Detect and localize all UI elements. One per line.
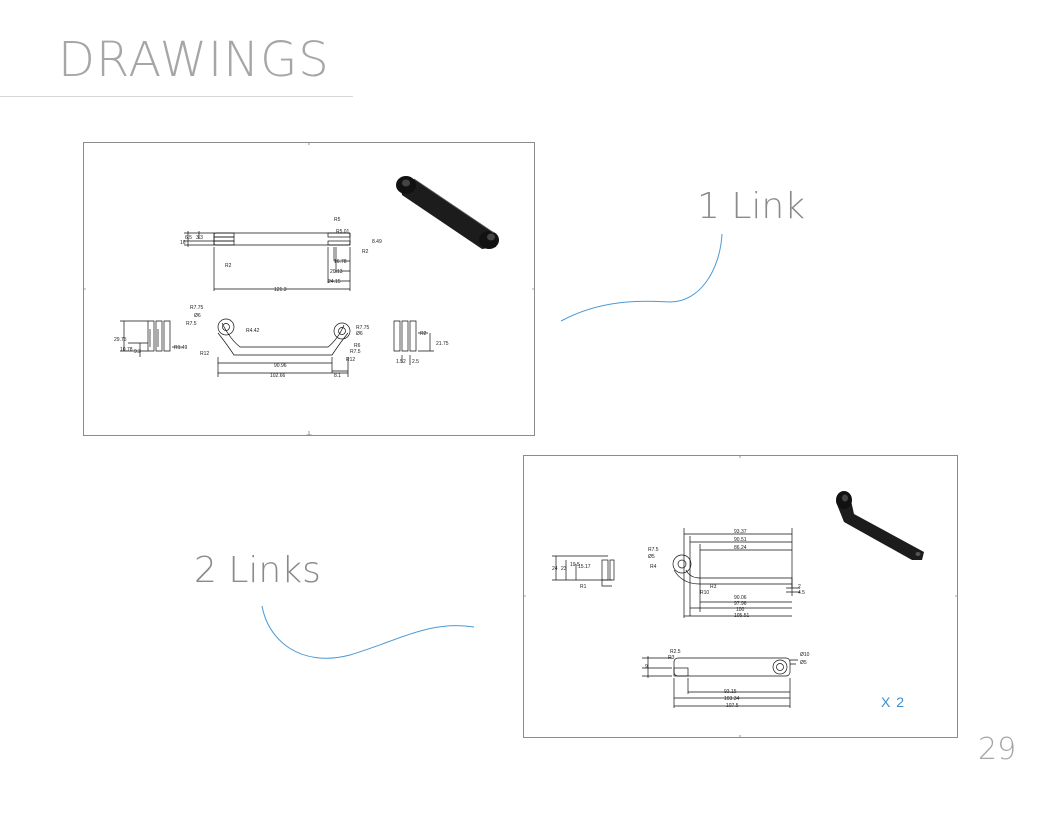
svg-text:93.37: 93.37 xyxy=(734,529,747,535)
link1-left-view xyxy=(120,320,182,357)
link1-drawing: R5 R5.01 6.5 3.3 16 R2 R2 8.49 16.78 20.… xyxy=(84,143,534,435)
svg-text:R7.5: R7.5 xyxy=(186,321,197,327)
svg-text:R7.5: R7.5 xyxy=(648,547,659,553)
svg-text:8.1: 8.1 xyxy=(334,373,341,379)
svg-text:R12: R12 xyxy=(200,351,209,357)
svg-text:R5.01: R5.01 xyxy=(336,229,350,235)
svg-text:R3: R3 xyxy=(668,655,675,661)
svg-text:90.51: 90.51 xyxy=(734,537,747,543)
svg-text:16: 16 xyxy=(180,240,186,246)
svg-text:Ø5: Ø5 xyxy=(648,554,655,560)
link1-connector-curve xyxy=(560,233,723,322)
svg-text:103.34: 103.34 xyxy=(724,696,740,702)
svg-text:R4.42: R4.42 xyxy=(246,328,260,334)
svg-text:R12: R12 xyxy=(346,357,355,363)
slide-title: DRAWINGS xyxy=(58,32,330,88)
svg-text:100: 100 xyxy=(736,607,745,613)
svg-text:Ø6: Ø6 xyxy=(194,313,201,319)
svg-text:R3: R3 xyxy=(710,584,717,590)
label-2-links: 2 Links xyxy=(194,550,321,591)
link1-dimensions: R5 R5.01 6.5 3.3 16 R2 R2 8.49 16.78 20.… xyxy=(114,217,449,379)
svg-text:2: 2 xyxy=(798,584,801,590)
svg-text:24: 24 xyxy=(552,566,558,572)
svg-text:R2: R2 xyxy=(362,249,369,255)
svg-text:102.66: 102.66 xyxy=(270,373,286,379)
svg-text:15.17: 15.17 xyxy=(578,564,591,570)
svg-text:19.5: 19.5 xyxy=(570,562,580,568)
svg-text:R2: R2 xyxy=(225,263,232,269)
svg-text:R10: R10 xyxy=(700,590,709,596)
svg-text:90.06: 90.06 xyxy=(734,595,747,601)
svg-text:Ø6: Ø6 xyxy=(356,331,363,337)
svg-text:9.3: 9.3 xyxy=(134,349,141,355)
svg-text:R5: R5 xyxy=(334,217,341,223)
title-divider xyxy=(0,96,353,97)
svg-text:R7.75: R7.75 xyxy=(356,325,370,331)
svg-text:24.15: 24.15 xyxy=(328,279,341,285)
svg-text:10.78: 10.78 xyxy=(120,347,133,353)
svg-text:4.5: 4.5 xyxy=(798,590,805,596)
link2-front-view xyxy=(672,528,800,618)
svg-text:R7.5: R7.5 xyxy=(350,349,361,355)
svg-text:90.96: 90.96 xyxy=(274,363,287,369)
svg-text:16.78: 16.78 xyxy=(334,259,347,265)
svg-text:Ø10: Ø10 xyxy=(800,652,810,658)
drawing-sheet-2-links: 93.37 90.51 86.24 R7.5 Ø5 R4 R3 R10 90.0… xyxy=(523,455,958,738)
link2-dimensions: 93.37 90.51 86.24 R7.5 Ø5 R4 R3 R10 90.0… xyxy=(552,529,810,709)
svg-text:Ø5: Ø5 xyxy=(800,660,807,666)
svg-text:2.5: 2.5 xyxy=(412,359,419,365)
svg-text:21.75: 21.75 xyxy=(436,341,449,347)
link1-top-view xyxy=(184,231,351,291)
svg-text:R2.5: R2.5 xyxy=(670,649,681,655)
svg-text:R6: R6 xyxy=(354,343,361,349)
link2-top-view xyxy=(642,656,798,708)
svg-text:R4: R4 xyxy=(650,564,657,570)
svg-text:86.24: 86.24 xyxy=(734,545,747,551)
svg-text:23: 23 xyxy=(561,566,567,572)
svg-text:9: 9 xyxy=(645,664,648,670)
svg-text:97.96: 97.96 xyxy=(734,601,747,607)
label-1-link: 1 Link xyxy=(697,186,806,227)
svg-text:1.52: 1.52 xyxy=(396,359,406,365)
svg-text:93.15: 93.15 xyxy=(724,689,737,695)
link2-3d-render xyxy=(836,491,924,560)
link2-drawing: 93.37 90.51 86.24 R7.5 Ø5 R4 R3 R10 90.0… xyxy=(524,456,957,737)
drawing-sheet-1-link: R5 R5.01 6.5 3.3 16 R2 R2 8.49 16.78 20.… xyxy=(83,142,535,436)
svg-text:107.5: 107.5 xyxy=(726,703,739,709)
quantity-label: X 2 xyxy=(881,694,906,710)
svg-text:6.5: 6.5 xyxy=(185,235,192,241)
svg-text:R7.75: R7.75 xyxy=(190,305,204,311)
link1-right-view xyxy=(393,320,434,365)
page-number: 29 xyxy=(978,732,1017,767)
svg-text:3.3: 3.3 xyxy=(196,235,203,241)
svg-text:8.49: 8.49 xyxy=(372,239,382,245)
svg-text:29.75: 29.75 xyxy=(114,337,127,343)
link1-3d-render xyxy=(396,176,499,249)
svg-text:R1: R1 xyxy=(580,584,587,590)
link2-connector-curve xyxy=(261,605,475,659)
link2-side-view xyxy=(552,555,615,587)
svg-text:121.3: 121.3 xyxy=(274,287,287,293)
svg-text:105.51: 105.51 xyxy=(734,613,750,619)
link1-front-view xyxy=(217,318,351,377)
svg-text:R1.49: R1.49 xyxy=(174,345,188,351)
svg-text:20.13: 20.13 xyxy=(330,269,343,275)
svg-text:R2: R2 xyxy=(420,331,427,337)
